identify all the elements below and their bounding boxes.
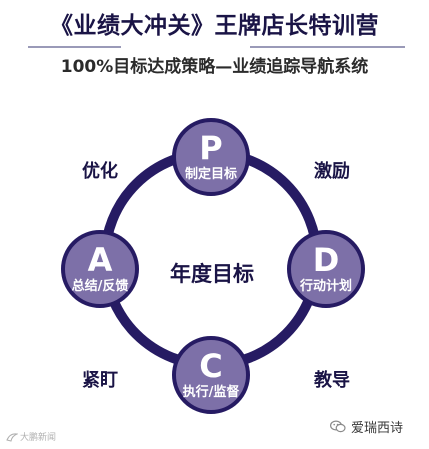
wechat-icon	[330, 420, 346, 433]
node-check-label: 执行/监督	[182, 385, 240, 400]
node-do: D 行动计划	[287, 230, 365, 308]
page-subtitle: 100%目标达成策略—业绩追踪导航系统	[60, 57, 369, 77]
title-divider-right	[250, 46, 405, 48]
wechat-account-name: 爱瑞西诗	[351, 421, 404, 436]
watermark-text: 大鹏新闻	[20, 433, 57, 443]
node-act-label: 总结/反馈	[71, 279, 129, 294]
node-plan-label: 制定目标	[184, 167, 237, 182]
node-act-letter: A	[87, 241, 113, 279]
node-plan-letter: P	[199, 129, 223, 167]
corner-label-bottom-left: 紧盯	[82, 370, 118, 391]
node-do-letter: D	[312, 241, 340, 279]
center-label: 年度目标	[170, 262, 254, 286]
node-act: A 总结/反馈	[61, 230, 139, 308]
wechat-account: 爱瑞西诗	[330, 417, 403, 436]
corner-label-top-left: 优化	[82, 161, 118, 182]
watermark-icon	[6, 432, 18, 442]
node-do-label: 行动计划	[299, 279, 352, 294]
page-title: 《业绩大冲关》王牌店长特训营	[50, 13, 379, 39]
watermark: 大鹏新闻	[6, 430, 56, 443]
corner-label-bottom-right: 教导	[314, 370, 350, 391]
corner-label-top-right: 激励	[314, 161, 350, 182]
node-check: C 执行/监督	[172, 336, 250, 414]
node-check-letter: C	[199, 347, 223, 385]
node-plan: P 制定目标	[172, 118, 250, 196]
title-divider-left	[28, 46, 121, 48]
